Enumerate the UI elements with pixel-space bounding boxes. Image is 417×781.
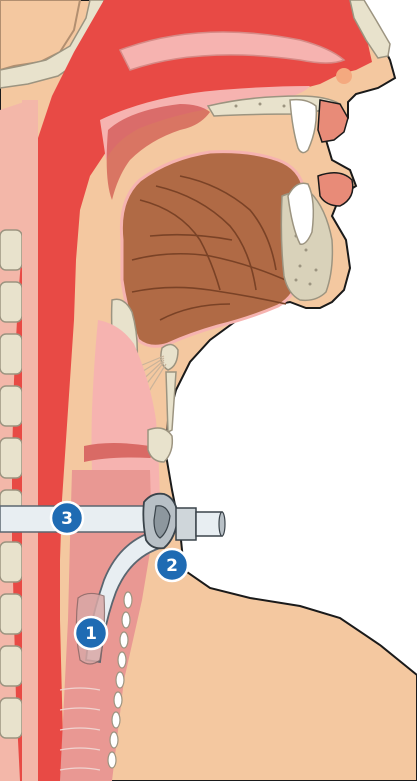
label-badge-1: 1: [75, 617, 107, 649]
thyroid-cartilage: [166, 372, 176, 432]
label-badge-2: 2: [156, 549, 188, 581]
lower-lip: [318, 173, 353, 206]
nostril: [336, 68, 352, 84]
label-2-text: 2: [166, 556, 178, 576]
tongue: [121, 152, 304, 347]
label-badge-3: 3: [51, 502, 83, 534]
tube-connector: [176, 508, 196, 540]
cricoid: [148, 428, 172, 462]
label-3-text: 3: [61, 509, 73, 529]
spinal-canal: [22, 100, 38, 781]
tube-connector-end: [196, 512, 222, 536]
label-1-text: 1: [85, 624, 97, 644]
connector-opening: [219, 512, 225, 536]
